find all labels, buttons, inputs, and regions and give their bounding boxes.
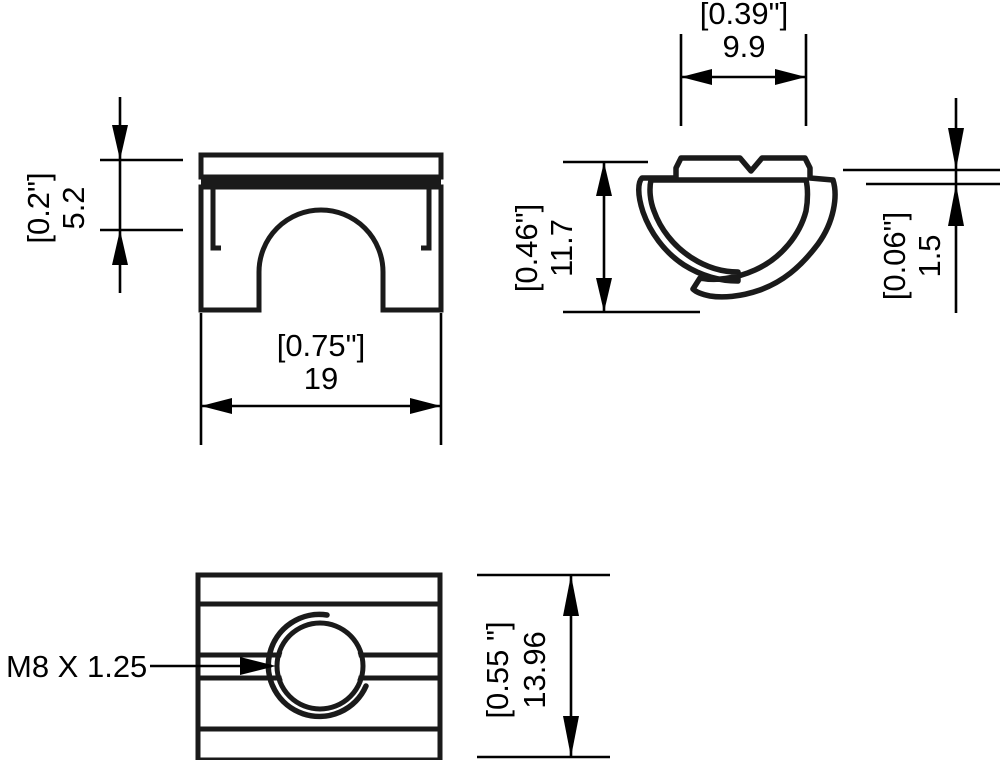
- section-view-profile: [636, 155, 838, 300]
- dimension-height-13-96: [0.55 "] 13.96: [477, 573, 610, 759]
- dim-1-5-imperial-label: [0.06"]: [877, 212, 912, 301]
- dim-9-9-arrow-right: [775, 69, 806, 85]
- dim-9-9-imperial-label: [0.39"]: [700, 0, 789, 31]
- front-view-body-outline: [198, 184, 444, 313]
- dim-5-2-imperial-label: [0.2"]: [21, 172, 56, 243]
- dimension-width-9-9: [0.39"] 9.9: [679, 0, 808, 126]
- threaded-hole-major-arc: [265, 611, 369, 720]
- thread-callout-label: M8 X 1.25: [6, 649, 147, 684]
- dim-13-96-imperial-label: [0.55 "]: [480, 621, 515, 718]
- dim-5-2-arrow-bottom: [112, 230, 128, 265]
- dim-9-9-metric-label: 9.9: [722, 29, 765, 64]
- bottom-view: M8 X 1.25 [0.55 "] 13.96: [6, 572, 610, 760]
- dimension-height-5-2: [0.2"] 5.2: [21, 97, 183, 293]
- dimension-height-11-7: [0.46"] 11.7: [509, 160, 700, 314]
- dimension-width-19: [0.75"] 19: [201, 328, 441, 414]
- dim-1-5-arrow-top: [948, 128, 964, 170]
- dimension-height-1-5: [0.06"] 1.5: [843, 98, 1000, 313]
- front-view-right-notch: [421, 186, 432, 251]
- dim-11-7-imperial-label: [0.46"]: [509, 204, 544, 293]
- dim-13-96-arrow-top: [563, 575, 579, 616]
- dim-13-96-metric-label: 13.96: [517, 631, 552, 709]
- dim-19-arrow-right: [410, 398, 441, 414]
- front-view-left-notch: [210, 186, 221, 251]
- dim-11-7-arrow-top: [596, 162, 612, 196]
- dim-11-7-metric-label: 11.7: [544, 219, 579, 277]
- thread-callout-arrow: [240, 657, 276, 675]
- dim-5-2-metric-label: 5.2: [56, 186, 91, 229]
- front-view-shadow-band: [201, 177, 441, 187]
- dim-13-96-arrow-bottom: [563, 716, 579, 757]
- dim-1-5-arrow-bottom: [948, 184, 964, 226]
- threaded-hole-interior: [280, 626, 360, 706]
- dim-19-imperial-label: [0.75"]: [277, 328, 366, 363]
- dim-5-2-arrow-top: [112, 125, 128, 160]
- dim-19-metric-label: 19: [304, 361, 338, 396]
- dim-9-9-arrow-left: [681, 69, 712, 85]
- dim-19-arrow-left: [201, 398, 232, 414]
- section-view: [0.39"] 9.9 [0.46"] 11.7 [0.06"] 1.5: [509, 0, 1000, 314]
- bottom-view-outline: [195, 572, 443, 760]
- threaded-hole-minor-circle: [274, 620, 366, 712]
- dim-11-7-arrow-bottom: [596, 278, 612, 312]
- dim-1-5-metric-label: 1.5: [912, 234, 947, 277]
- thread-callout: M8 X 1.25: [6, 649, 276, 684]
- front-view: [0.75"] 19 [0.2"] 5.2: [21, 97, 444, 445]
